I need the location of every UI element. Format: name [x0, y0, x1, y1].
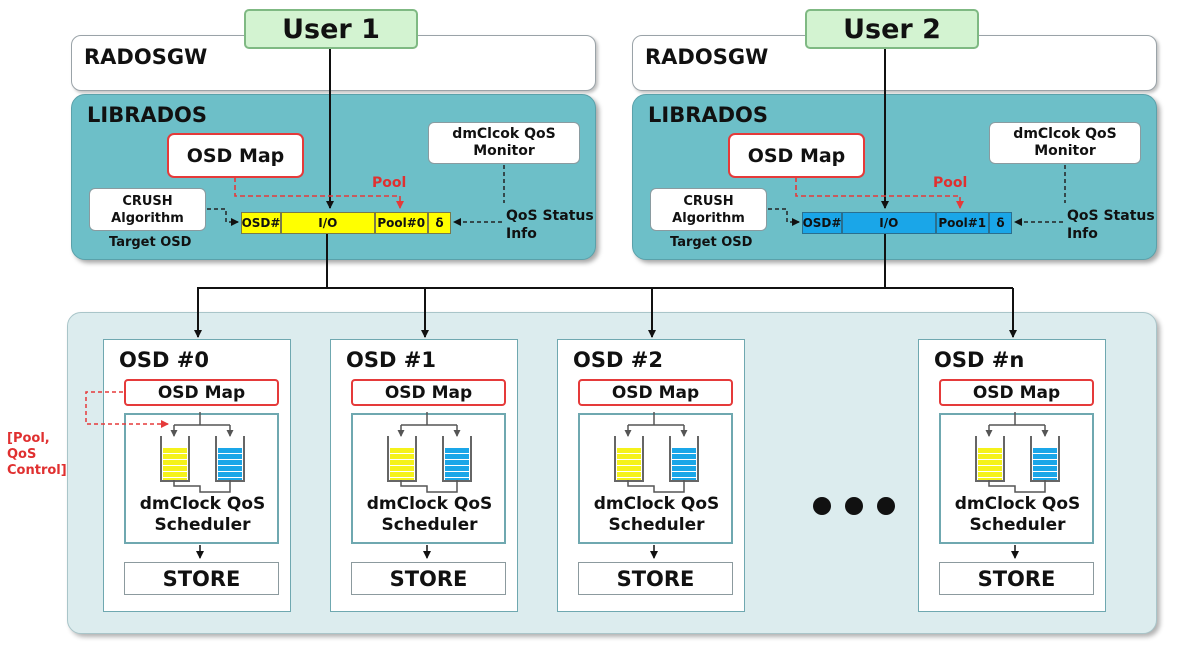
qos-monitor-label: dmClcok QoS Monitor: [452, 126, 556, 159]
pool-qos-control-label: [Pool, QoS Control]: [7, 431, 67, 478]
store-label: STORE: [977, 566, 1056, 591]
osd-map-box: OSD Map: [351, 379, 506, 406]
qos-scheduler-box: dmClock QoS Scheduler: [124, 413, 279, 544]
librados-title: LIBRADOS: [87, 103, 208, 127]
blue-queue-icon: [1030, 436, 1060, 482]
blue-queue-icon: [442, 436, 472, 482]
osd-map-box: OSD Map: [578, 379, 733, 406]
crush-label: CRUSH Algorithm: [672, 193, 745, 226]
ellipsis-dot: [813, 497, 831, 515]
osd-title: OSD #n: [934, 348, 1025, 372]
osd-title: OSD #2: [573, 348, 663, 372]
qos-scheduler-box: dmClock QoS Scheduler: [939, 413, 1094, 544]
qos-scheduler-box: dmClock QoS Scheduler: [578, 413, 733, 544]
store-box: STORE: [939, 562, 1094, 595]
target-osd-label: Target OSD: [670, 235, 753, 250]
osd-map-label: OSD Map: [747, 144, 846, 167]
blue-queue-icon: [215, 436, 245, 482]
qos-status-label: QoS Status Info: [1067, 208, 1155, 242]
user-1-box: User 1: [244, 9, 418, 49]
crush-box: CRUSH Algorithm: [650, 188, 767, 231]
osd-map-box: OSD Map: [939, 379, 1094, 406]
io-field: I/O: [281, 212, 375, 234]
yellow-queue-icon: [614, 436, 644, 482]
osd-card-1: OSD #1 OSD Map dmClock QoS Scheduler STO…: [330, 339, 518, 612]
librados-box-user2: LIBRADOS OSD Map dmClcok QoS Monitor CRU…: [632, 94, 1157, 260]
user-2-box: User 2: [805, 9, 979, 49]
store-box: STORE: [124, 562, 279, 595]
scheduler-label: dmClock QoS Scheduler: [139, 494, 266, 535]
user-label: User 2: [843, 13, 941, 45]
qos-monitor-label: dmClcok QoS Monitor: [1013, 126, 1117, 159]
ellipsis-dot: [877, 497, 895, 515]
osd-title: OSD #0: [119, 348, 209, 372]
io-field: I/O: [842, 212, 936, 234]
osd-map-box: OSD Map: [167, 133, 304, 178]
scheduler-label: dmClock QoS Scheduler: [593, 494, 720, 535]
crush-box: CRUSH Algorithm: [89, 188, 206, 231]
store-label: STORE: [389, 566, 468, 591]
qos-status-label: QoS Status Info: [506, 208, 594, 242]
osd-card-2: OSD #2 OSD Map dmClock QoS Scheduler STO…: [557, 339, 745, 612]
osd-map-label: OSD Map: [972, 382, 1061, 403]
store-box: STORE: [351, 562, 506, 595]
osd-field: OSD#: [802, 212, 842, 234]
scheduler-label: dmClock QoS Scheduler: [954, 494, 1081, 535]
qos-scheduler-box: dmClock QoS Scheduler: [351, 413, 506, 544]
osd-map-label: OSD Map: [157, 382, 246, 403]
request-bar: OSD# I/O Pool#0 δ: [241, 212, 451, 234]
yellow-queue-icon: [975, 436, 1005, 482]
store-box: STORE: [578, 562, 733, 595]
store-label: STORE: [616, 566, 695, 591]
request-bar: OSD# I/O Pool#1 δ: [802, 212, 1012, 234]
osd-title: OSD #1: [346, 348, 436, 372]
osd-map-box: OSD Map: [728, 133, 865, 178]
librados-box-user1: LIBRADOS OSD Map dmClcok QoS Monitor CRU…: [71, 94, 596, 260]
pool-label: Pool: [372, 175, 407, 191]
crush-label: CRUSH Algorithm: [111, 193, 184, 226]
osd-card-0: OSD #0 OSD Map dmClock QoS Scheduler STO…: [103, 339, 291, 612]
yellow-queue-icon: [387, 436, 417, 482]
ellipsis-dot: [845, 497, 863, 515]
osd-card-n: OSD #n OSD Map dmClock QoS Scheduler STO…: [918, 339, 1106, 612]
radosgw-label: RADOSGW: [645, 45, 769, 69]
scheduler-label: dmClock QoS Scheduler: [366, 494, 493, 535]
radosgw-label: RADOSGW: [84, 45, 208, 69]
target-osd-label: Target OSD: [109, 235, 192, 250]
osd-map-box: OSD Map: [124, 379, 279, 406]
qos-monitor-box: dmClcok QoS Monitor: [989, 122, 1141, 164]
qos-monitor-box: dmClcok QoS Monitor: [428, 122, 580, 164]
pool-field: Pool#0: [374, 212, 429, 234]
delta-field: δ: [428, 212, 451, 234]
store-label: STORE: [162, 566, 241, 591]
osd-map-label: OSD Map: [611, 382, 700, 403]
osd-map-label: OSD Map: [384, 382, 473, 403]
delta-field: δ: [989, 212, 1012, 234]
yellow-queue-icon: [160, 436, 190, 482]
librados-title: LIBRADOS: [648, 103, 769, 127]
osd-field: OSD#: [241, 212, 281, 234]
user-label: User 1: [282, 13, 380, 45]
pool-field: Pool#1: [935, 212, 990, 234]
osd-map-label: OSD Map: [186, 144, 285, 167]
pool-label: Pool: [933, 175, 968, 191]
blue-queue-icon: [669, 436, 699, 482]
